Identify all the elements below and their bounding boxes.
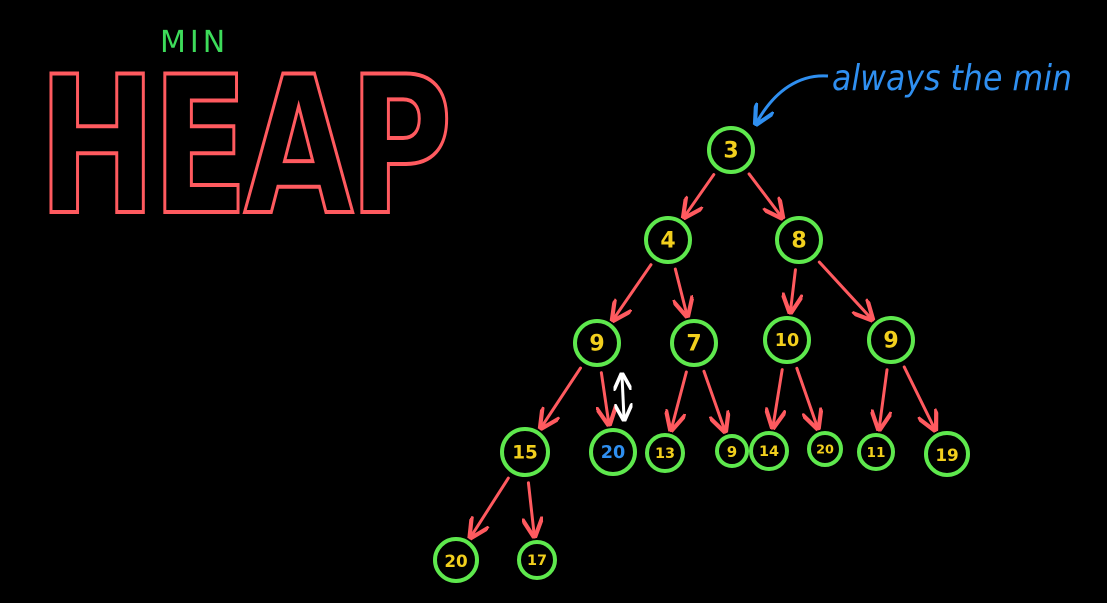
heap-node: 9 [715, 434, 749, 468]
heap-node: 15 [500, 427, 550, 477]
node-ring [763, 316, 811, 364]
heap-node: 20 [589, 428, 637, 476]
node-ring [867, 316, 915, 364]
node-ring [645, 433, 685, 473]
edge-n3-n8 [747, 172, 781, 216]
edge-n4-n7 [675, 267, 686, 314]
node-ring [670, 319, 718, 367]
heap-title: HEAP [38, 36, 448, 257]
node-ring [573, 319, 621, 367]
node-ring [433, 537, 479, 583]
node-value: 9 [727, 443, 737, 461]
node-ring [749, 431, 789, 471]
node-ring [807, 431, 843, 467]
heap-node: 19 [924, 431, 970, 477]
node-value: 10 [775, 331, 799, 351]
swap-arrow [622, 376, 624, 418]
node-value: 9 [883, 329, 898, 354]
heap-node: 20 [807, 431, 843, 467]
node-ring [589, 428, 637, 476]
heap-node: 13 [645, 433, 685, 473]
edge-n9b-n11 [879, 368, 887, 427]
heap-node: 20 [433, 537, 479, 583]
node-ring [924, 431, 970, 477]
node-value: 9 [589, 332, 604, 357]
node-value: 17 [527, 553, 547, 569]
min-label: MIN [160, 25, 229, 60]
heap-node: 9 [867, 316, 915, 364]
edge-n15-n20c [472, 476, 510, 535]
edge-n15-n17 [528, 481, 534, 534]
node-ring [857, 433, 895, 471]
edge-n8-n10 [791, 268, 796, 310]
heap-node: 9 [573, 319, 621, 367]
node-ring [715, 434, 749, 468]
node-ring [644, 216, 692, 264]
heap-node: 8 [775, 216, 823, 264]
node-value: 20 [444, 551, 467, 571]
node-value: 11 [867, 445, 886, 461]
node-value: 20 [816, 443, 834, 458]
annotation-arrow [757, 74, 829, 122]
node-value: 19 [935, 445, 958, 465]
node-value: 15 [512, 443, 538, 464]
heap-node: 17 [517, 540, 557, 580]
heap-node: 14 [749, 431, 789, 471]
node-ring [775, 216, 823, 264]
edge-n8-n9b [817, 260, 870, 318]
heap-node: 11 [857, 433, 895, 471]
node-value: 3 [723, 139, 738, 164]
heap-node: 7 [670, 319, 718, 367]
node-value: 13 [655, 446, 675, 462]
node-value: 8 [791, 229, 806, 254]
nodes-layer: 3 4 8 9 7 10 9 15 20 13 9 14 20 11 19 20 17 [433, 126, 970, 583]
heap-title-group: MIN HEAP [36, 25, 456, 259]
node-value: 7 [686, 332, 701, 357]
edge-n9b-n19 [902, 365, 934, 428]
node-ring [500, 427, 550, 477]
node-value: 14 [759, 444, 779, 460]
edge-n7-n13 [672, 370, 688, 428]
node-value: 4 [660, 229, 675, 254]
edge-n4-n9a [614, 263, 653, 319]
edge-n10-n14 [773, 368, 782, 426]
heap-node: 4 [644, 216, 692, 264]
edge-n10-n20b [795, 366, 817, 426]
edge-n9a-n20a [601, 371, 608, 423]
heap-node: 3 [707, 126, 755, 174]
edge-n7-n9c [702, 369, 724, 429]
swap-indicator [622, 376, 624, 418]
heap-node: 10 [763, 316, 811, 364]
node-ring [707, 126, 755, 174]
edges-layer [472, 172, 935, 536]
annotation-group: always the min [757, 58, 1072, 122]
edge-n9a-n15 [542, 366, 582, 426]
annotation-text: always the min [832, 58, 1072, 99]
edge-n3-n4 [685, 173, 716, 216]
node-ring [517, 540, 557, 580]
node-value: 20 [601, 443, 625, 463]
